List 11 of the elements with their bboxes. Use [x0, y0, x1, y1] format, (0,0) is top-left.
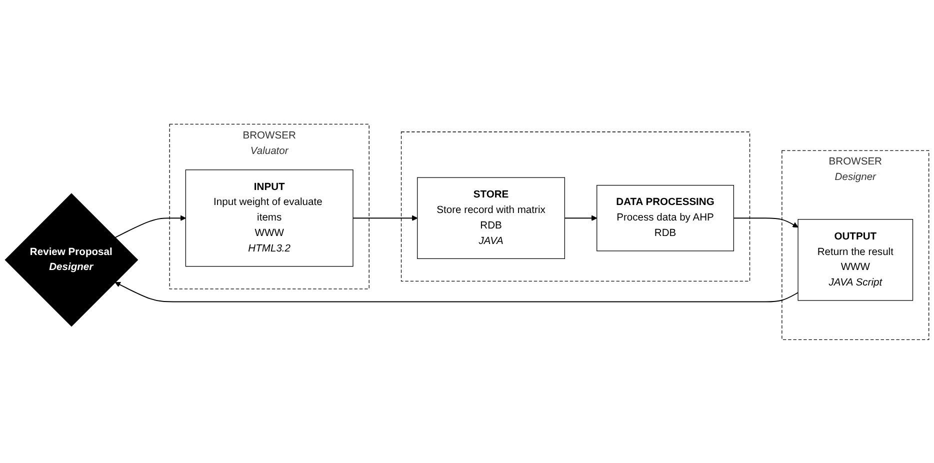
node-box: OUTPUT Return the result WWW JAVA Script	[798, 218, 914, 300]
arrow	[114, 214, 186, 238]
node-box: DATA PROCESSING Process data by AHP RDB	[596, 184, 734, 251]
arrow	[564, 214, 598, 220]
node-diamond: Review Proposal Designer	[4, 192, 138, 326]
cluster	[400, 131, 750, 282]
arrow	[352, 214, 418, 220]
node-box: INPUT Input weight of evaluate items WWW HTML3.2	[185, 169, 354, 266]
arrow	[114, 282, 799, 302]
arrow	[733, 217, 798, 228]
node-box: STORE Store record with matrix RDB JAVA	[417, 176, 565, 259]
